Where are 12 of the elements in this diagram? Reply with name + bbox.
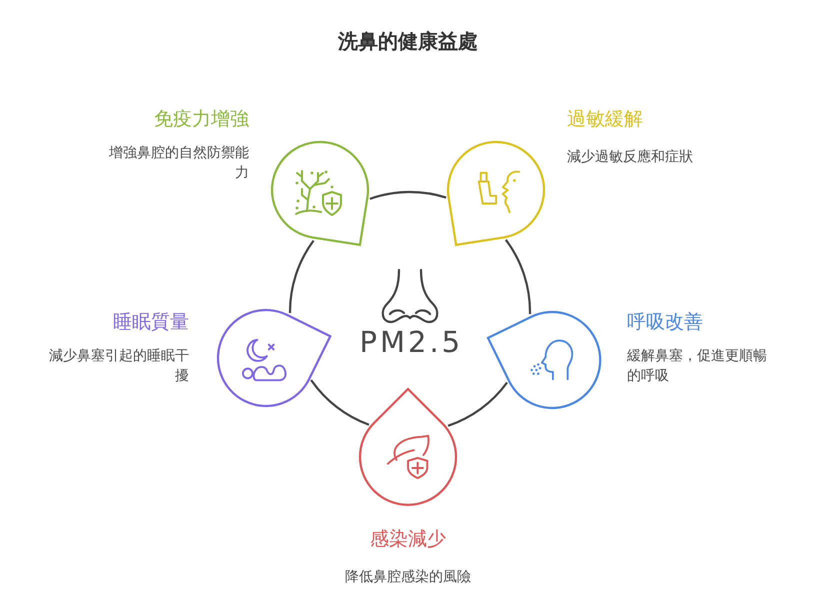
- benefit-description: 增強鼻腔的自然防禦能力: [108, 143, 249, 182]
- benefit-heading: 感染減少: [370, 528, 446, 551]
- benefit-description: 減少鼻塞引起的睡眠干擾: [48, 346, 189, 385]
- benefit-heading: 呼吸改善: [626, 312, 703, 334]
- benefit-description: 減少過敏反應和症狀: [567, 147, 693, 166]
- benefit-heading: 睡眠質量: [113, 312, 189, 334]
- benefit-heading: 免疫力增強: [154, 109, 249, 131]
- benefit-heading: 過敏緩解: [567, 109, 643, 131]
- benefit-description: 降低鼻腔感染的風險: [345, 566, 471, 586]
- benefit-description: 緩解鼻塞，促進更順暢的呼吸: [626, 346, 768, 385]
- diagram-title: 洗鼻的健康益處: [338, 30, 478, 54]
- center-label: PM2.5: [360, 327, 464, 357]
